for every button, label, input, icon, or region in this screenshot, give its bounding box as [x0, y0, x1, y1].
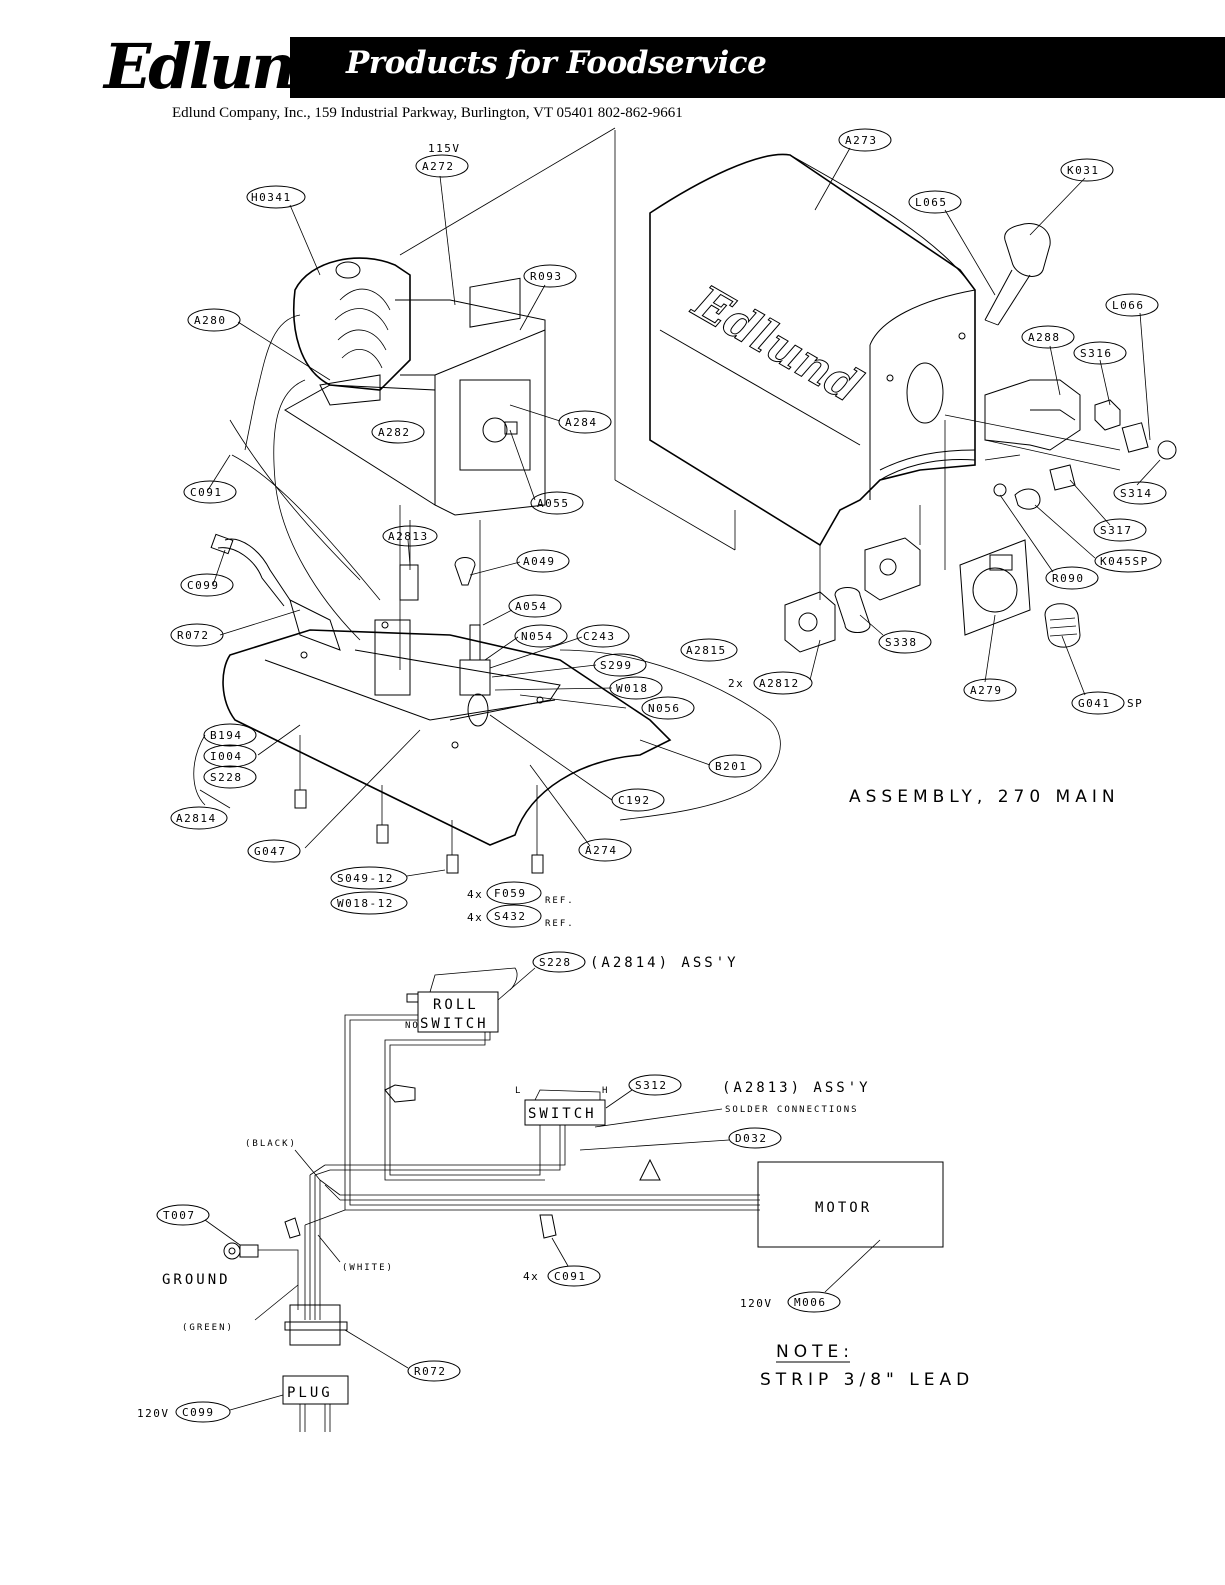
callout-a282: A282 [378, 426, 411, 439]
callout-f059: F059 [494, 887, 527, 900]
callout-g041-sp: SP [1127, 697, 1143, 710]
m006-voltage: 120V [740, 1297, 773, 1310]
wiring-callout-t007: T007 [163, 1209, 196, 1222]
callout-b194: B194 [210, 729, 243, 742]
motor-assembly [284, 257, 546, 670]
callout-r072: R072 [177, 629, 210, 642]
wiring-callout-d032: D032 [735, 1132, 768, 1145]
callout-l065: L065 [915, 196, 948, 209]
green-wire-label: (GREEN) [182, 1323, 234, 1333]
callout-c091: C091 [190, 486, 223, 499]
switch-l: L [515, 1086, 522, 1096]
handle-assembly [984, 223, 1051, 326]
callout-s316: S316 [1080, 347, 1113, 360]
callout-a280: A280 [194, 314, 227, 327]
part-callouts: A273 K031 L065 L066 A288 S316 S314 S317 … [170, 128, 1167, 929]
callout-s432-4x: 4x [467, 911, 483, 924]
callout-c099: C099 [187, 579, 220, 592]
c091-prefix: 4x [523, 1270, 539, 1283]
callout-g047: G047 [254, 845, 287, 858]
wiring-callout-m006: M006 [794, 1296, 827, 1309]
callout-a273: A273 [845, 134, 878, 147]
callout-a055: A055 [537, 497, 570, 510]
callout-a2812: A2812 [759, 677, 800, 690]
roll-switch-no: NO [405, 1021, 420, 1031]
roll-switch-label-1: ROLL [433, 997, 479, 1013]
callout-c243: C243 [583, 630, 616, 643]
c099-voltage: 120V [137, 1407, 170, 1420]
callout-s432: S432 [494, 910, 527, 923]
assembly-title: ASSEMBLY, 270 MAIN [849, 787, 1120, 807]
wiring-callout-s228: S228 [539, 956, 572, 969]
callout-i004: I004 [210, 750, 243, 763]
callout-115v: 115V [428, 142, 461, 155]
cord-wires [210, 314, 381, 651]
callout-n056: N056 [648, 702, 681, 715]
housing-logo: Edlund [683, 274, 871, 414]
callout-a049: A049 [523, 555, 556, 568]
callout-f059-4x: 4x [467, 888, 483, 901]
wiring-s228-note: (A2814) ASS'Y [590, 955, 739, 971]
callout-s299: S299 [600, 659, 633, 672]
wiring-callout-s312: S312 [635, 1079, 668, 1092]
wiring-callout-r072: R072 [414, 1365, 447, 1378]
header-banner: Products for Foodservice [290, 37, 1225, 98]
white-wire-label: (WHITE) [342, 1263, 394, 1273]
callout-2x-prefix: 2x [728, 677, 744, 690]
wiring-callout-c099: C099 [182, 1406, 215, 1419]
callout-a054: A054 [515, 600, 548, 613]
cam-assembly [944, 379, 1177, 510]
callout-a279: A279 [970, 684, 1003, 697]
base-plate [222, 557, 781, 846]
callout-s314: S314 [1120, 487, 1153, 500]
callout-w018-12: W018-12 [337, 897, 394, 910]
callout-s432-ref: REF. [545, 919, 575, 929]
callout-s317: S317 [1100, 524, 1133, 537]
lower-right-parts [784, 420, 1081, 653]
wiring-a2813-note: (A2813) ASS'Y [722, 1080, 871, 1096]
leader-lines [193, 127, 1161, 877]
callout-a284: A284 [565, 416, 598, 429]
black-wire-label: (BLACK) [245, 1139, 297, 1149]
callout-r090: R090 [1052, 572, 1085, 585]
callout-a2813: A2813 [388, 530, 429, 543]
callout-a272: A272 [422, 160, 455, 173]
wiring-solder-note: SOLDER CONNECTIONS [725, 1105, 859, 1115]
switch-label: SWITCH [528, 1106, 597, 1122]
header-tagline: Products for Foodservice [346, 45, 767, 81]
ground-label: GROUND [162, 1272, 231, 1288]
callout-f059-ref: REF. [545, 896, 575, 906]
wiring-callout-c091: C091 [554, 1270, 587, 1283]
plug-label: PLUG [287, 1385, 333, 1401]
callout-a2815: A2815 [686, 644, 727, 657]
callout-l066: L066 [1112, 299, 1145, 312]
callout-a274: A274 [585, 844, 618, 857]
switch-h: H [602, 1086, 609, 1096]
callout-w018: W018 [616, 682, 649, 695]
note-title: NOTE: [776, 1342, 854, 1362]
base-feet [294, 735, 544, 874]
callout-k031: K031 [1067, 164, 1100, 177]
callout-h0341: H0341 [251, 191, 292, 204]
callout-b201: B201 [715, 760, 748, 773]
callout-s338: S338 [885, 636, 918, 649]
roll-switch-label-2: SWITCH [420, 1016, 489, 1032]
callout-a2814: A2814 [176, 812, 217, 825]
note-text: STRIP 3/8" LEAD [760, 1370, 974, 1390]
company-address: Edlund Company, Inc., 159 Industrial Par… [172, 105, 683, 121]
callout-r093: R093 [530, 270, 563, 283]
callout-g041: G041 [1078, 697, 1111, 710]
motor-label: MOTOR [815, 1200, 872, 1216]
callout-s228: S228 [210, 771, 243, 784]
callout-s049-12: S049-12 [337, 872, 394, 885]
wiring-diagram: ROLL SWITCH NO S228 (A2814) ASS'Y SWITCH… [137, 951, 974, 1432]
callout-k045sp: K045SP [1100, 555, 1149, 568]
callout-n054: N054 [521, 630, 554, 643]
callout-a288: A288 [1028, 331, 1061, 344]
callout-c192: C192 [618, 794, 651, 807]
